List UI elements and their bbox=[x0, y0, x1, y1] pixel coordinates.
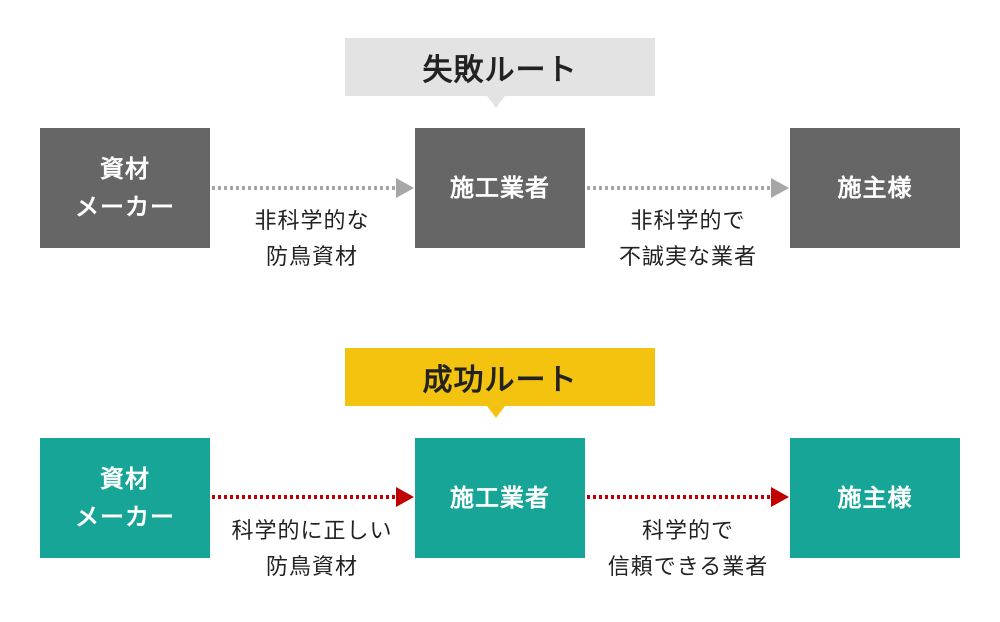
success-arrows bbox=[212, 487, 789, 507]
fail-route-banner: 失敗ルート bbox=[345, 38, 655, 108]
success-route-banner: 成功ルート bbox=[345, 348, 655, 418]
fail-node-material-maker: 資材 メーカー bbox=[40, 128, 210, 248]
success-node-material-maker: 資材 メーカー bbox=[40, 438, 210, 558]
success-node-client: 施主様 bbox=[790, 438, 960, 558]
success-edge-label-1: 科学的に正しい 防鳥資材 bbox=[231, 519, 393, 580]
success-banner-pointer bbox=[487, 406, 505, 418]
fail-route-title: 失敗ルート bbox=[422, 53, 578, 88]
fail-edge-label-1: 非科学的な 防鳥資材 bbox=[254, 209, 370, 270]
fail-node-contractor: 施工業者 bbox=[415, 128, 585, 248]
fail-banner-pointer bbox=[487, 96, 505, 108]
fail-arrows bbox=[212, 178, 789, 198]
fail-arrow-head-2 bbox=[771, 178, 789, 198]
fail-edge-label-2: 非科学的で 不誠実な業者 bbox=[618, 209, 757, 270]
success-edge-label-2: 科学的で 信頼できる業者 bbox=[607, 519, 769, 580]
fail-node-client: 施主様 bbox=[790, 128, 960, 248]
success-node-contractor: 施工業者 bbox=[415, 438, 585, 558]
success-route-title: 成功ルート bbox=[422, 363, 578, 398]
success-arrow-head-1 bbox=[396, 487, 414, 507]
success-arrow-head-2 bbox=[771, 487, 789, 507]
fail-arrow-head-1 bbox=[396, 178, 414, 198]
